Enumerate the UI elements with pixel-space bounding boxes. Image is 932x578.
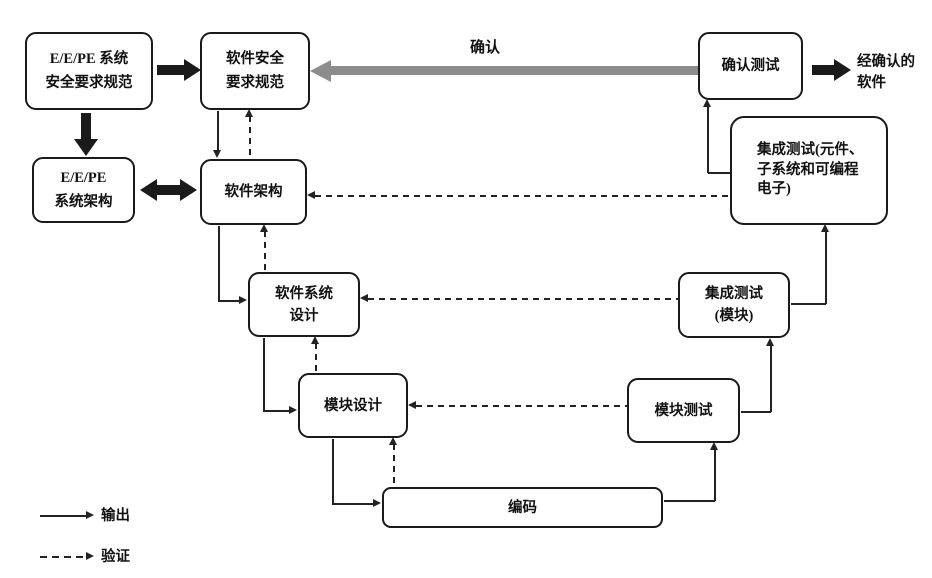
output-line-coding-to-module-test-v [714,449,716,501]
box-label-line: 电子) [757,181,791,198]
thick-arrow-eepe-arch-sw-arch-shaft [157,185,181,195]
output-line-integration-pe-to-validation-h [708,172,731,174]
box-coding: 编码 [382,487,663,528]
verification-arrowhead-integration-module-to-sys-design [360,294,368,302]
output-arrowhead-coding-to-module-test [710,442,718,450]
output-line-integration-module-to-integration-pe-h [791,303,826,305]
verification-arrowhead-module-test-to-module-design [408,401,416,409]
box-integration-testing-components: 集成测试(元件、 子系统和可编程 电子) [730,116,888,225]
box-software-system-design: 软件系统 设计 [248,272,360,337]
box-label-line: 模块测试 [654,402,713,419]
box-module-design: 模块设计 [298,373,408,438]
legend-verification-label: 验证 [101,549,130,565]
box-label-line: 软件安全 [226,51,284,67]
validated-software-line: 经确认的 [857,54,915,70]
thick-arrow-eepe-req-to-sw-req-shaft [157,65,185,75]
box-label-line: E/E/PE [60,170,107,186]
box-eepe-system-architecture: E/E/PE 系统架构 [32,157,135,223]
verification-line-module-test-to-module-design [416,405,627,407]
verification-arrowhead-module-design-to-sys-design [311,336,319,344]
output-line-integration-pe-to-validation-v [707,106,709,173]
output-arrowhead-sys-design-to-module-design [289,406,297,414]
validated-software-line: 软件 [857,75,886,91]
verification-line-integration-pe-to-sw-arch [315,195,730,197]
box-software-safety-requirements: 软件安全 要求规范 [200,32,310,110]
box-label-line: 要求规范 [226,75,284,91]
output-line-sys-design-to-module-design-h [263,410,291,412]
box-label-line: 集成测试(元件、 [757,142,864,159]
legend-verification-arrow-line [40,556,87,558]
box-label-line: 安全要求规范 [45,75,133,91]
box-validation-testing: 确认测试 [698,32,803,100]
thick-arrow-validation-to-software-shaft [812,65,835,75]
legend-verification-arrowhead [86,552,94,560]
box-label-line: 软件系统 [275,285,333,302]
output-arrowhead-sw-req-to-sw-arch [213,150,221,158]
box-label-line: 模块设计 [324,397,382,414]
box-module-testing: 模块测试 [627,378,740,443]
output-line-module-test-to-integration-module-h [741,411,771,413]
thick-arrow-validation-to-software-head [834,59,851,81]
validation-arrow-shaft [330,66,698,75]
output-line-sw-arch-to-sys-design-v [218,226,220,301]
box-label-line: 设计 [289,307,319,324]
box-label-line: 确认测试 [721,58,780,74]
box-software-architecture: 软件架构 [200,159,307,225]
output-line-module-design-to-coding-h [332,503,374,505]
thick-arrow-eepe-req-to-eepe-arch-head [74,139,98,156]
thick-arrow-eepe-arch-sw-arch-right-head [180,179,197,201]
thick-arrow-eepe-arch-sw-arch-left-head [140,179,157,201]
box-eepe-system-safety-requirements: E/E/PE 系统 安全要求规范 [25,32,153,110]
legend-output-arrow-line [40,515,87,517]
box-label-line: 集成测试 [705,286,763,302]
validation-arrow-head [310,60,331,82]
validation-arrow-label: 确认 [469,40,500,56]
box-label-line: 软件架构 [224,184,283,200]
box-label-line: 系统架构 [54,194,113,210]
output-line-coding-to-module-test-h [664,500,715,502]
validated-software-label: 经确认的 软件 [857,52,915,94]
output-line-sw-arch-to-sys-design-h [218,300,241,302]
output-line-sw-req-to-sw-arch [217,111,219,152]
verification-arrowhead-integration-pe-to-sw-arch [307,191,315,199]
thick-arrow-eepe-req-to-sw-req-head [184,59,201,81]
box-label-line: 编码 [508,499,537,516]
output-line-sys-design-to-module-design-v [263,338,265,411]
verification-line-coding-to-module-design [393,444,395,487]
output-arrowhead-module-test-to-integration-module [766,338,774,346]
legend-output-arrowhead [86,511,94,519]
box-label-line: E/E/PE 系统 [49,51,129,67]
output-line-module-design-to-coding-v [332,439,334,504]
output-arrowhead-integration-pe-to-validation [703,99,711,107]
verification-line-sw-arch-to-sw-req [249,116,251,158]
output-arrowhead-integration-module-to-integration-pe [821,224,829,232]
verification-arrowhead-coding-to-module-design [389,437,397,445]
verification-line-integration-module-to-sys-design [368,298,678,300]
legend-output-label: 输出 [101,508,130,524]
thick-arrow-eepe-req-to-eepe-arch-shaft [81,113,91,140]
verification-line-module-design-to-sys-design [315,343,317,373]
box-label-line: 子系统和可编程 [757,161,859,178]
verification-line-sys-design-to-sw-arch [264,231,266,272]
verification-arrowhead-sw-arch-to-sw-req [245,109,253,117]
box-integration-testing-module: 集成测试 (模块) [678,272,790,338]
output-arrowhead-module-design-to-coding [373,499,381,507]
output-line-integration-module-to-integration-pe-v [825,231,827,304]
verification-arrowhead-sys-design-to-sw-arch [260,224,268,232]
box-label-line: (模块) [714,308,754,324]
output-line-module-test-to-integration-module-v [770,345,772,412]
output-arrowhead-sw-arch-to-sys-design [239,296,247,304]
